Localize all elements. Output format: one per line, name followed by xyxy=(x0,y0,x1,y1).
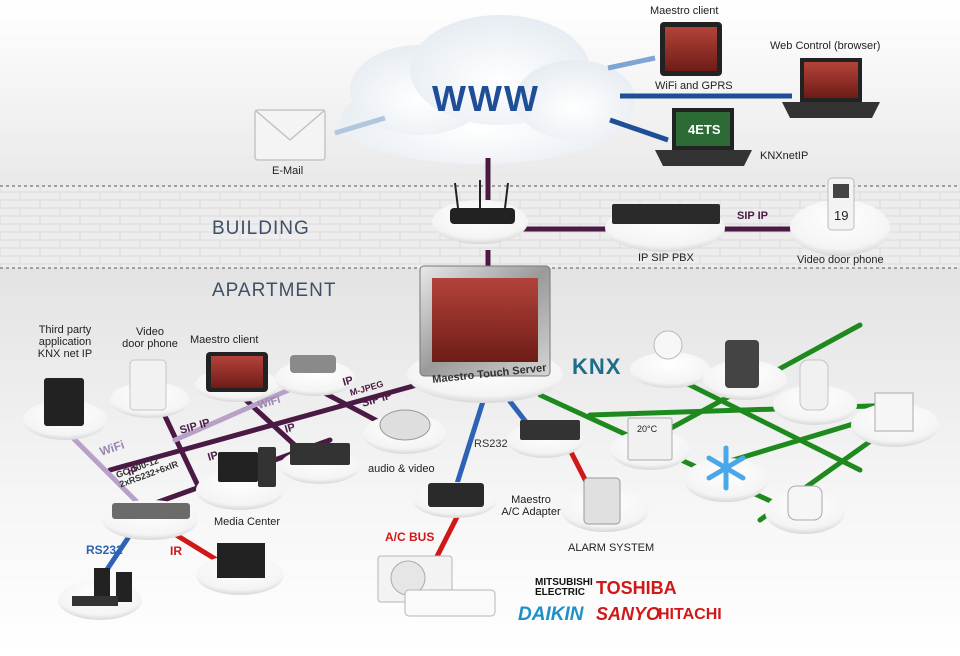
ir-label: IR xyxy=(170,544,182,558)
audio-video-label: audio & video xyxy=(368,463,435,475)
alarm-keypad xyxy=(583,477,621,525)
pbx-icon xyxy=(612,204,720,224)
ets-screen-text: 4ETS xyxy=(688,122,721,137)
media-center-pc xyxy=(218,447,276,487)
web-control-laptop xyxy=(782,58,880,118)
third-party-tablet xyxy=(44,378,84,426)
av-receiver xyxy=(290,443,350,465)
ac-bus-label: A/C BUS xyxy=(385,530,435,544)
media-center-label: Media Center xyxy=(214,516,281,528)
thermostat-reading: 20°C xyxy=(637,424,658,434)
maestro-client-label: Maestro client xyxy=(190,334,259,346)
mitsubishi-logo: MITSUBISHI ELECTRIC xyxy=(535,578,593,598)
rs232-mid-label: RS232 xyxy=(474,438,508,450)
knxnetip-label: KNXnetIP xyxy=(760,150,809,162)
mitsubishi-line-1: MITSUBISHI xyxy=(535,577,593,588)
video-door-phone-line-1: Video xyxy=(136,326,164,338)
vent-icon xyxy=(874,392,914,432)
knxnetip-laptop xyxy=(655,108,752,166)
third-party-line-1: Third party xyxy=(38,324,92,336)
daikin-logo: DAIKIN xyxy=(518,604,584,625)
www-title: WWW xyxy=(432,78,540,119)
web-control-label: Web Control (browser) xyxy=(770,40,881,52)
maestro-client-top-label: Maestro client xyxy=(650,5,719,17)
maestro-client-tablet-top xyxy=(660,22,722,76)
gc100-icon xyxy=(112,503,190,519)
pbx-label: IP SIP PBX xyxy=(638,252,694,264)
thermostat-icon xyxy=(627,417,673,461)
bulb-disc xyxy=(630,352,710,388)
humidifier-icon xyxy=(799,359,829,411)
maestro-client-tablet xyxy=(206,352,268,392)
sip-ip-building-label: SIP IP xyxy=(737,210,768,222)
email-envelope xyxy=(254,109,326,161)
zone-building: BUILDING xyxy=(212,218,310,239)
dome-camera-icon xyxy=(379,409,431,441)
ac-adapter-label: Maestro A/C Adapter xyxy=(496,494,566,518)
zone-apartment: APARTMENT xyxy=(212,280,337,301)
ip-camera xyxy=(290,355,336,373)
www-cloud xyxy=(340,15,635,164)
door-phone-icon xyxy=(827,177,855,231)
bulb-icon xyxy=(653,330,683,360)
third-party-line-2: application xyxy=(38,336,92,348)
speakers-icon xyxy=(72,568,132,606)
router-icon xyxy=(450,180,515,224)
door-phone-number: 19 xyxy=(834,208,849,223)
hitachi-logo: HITACHI xyxy=(658,606,722,623)
building-links xyxy=(485,226,800,268)
ac-adapter-icon xyxy=(428,483,484,507)
video-phone-icon xyxy=(129,359,167,411)
air-conditioner xyxy=(377,555,496,617)
door-phone-label: Video door phone xyxy=(797,254,884,266)
third-party-label: Third party application KNX net IP xyxy=(30,324,100,360)
radiator-icon xyxy=(725,340,759,388)
plug-icon xyxy=(787,485,823,521)
third-party-line-3: KNX net IP xyxy=(37,348,93,360)
maestro-touch-server xyxy=(419,265,551,377)
ac-adapter-line-2: A/C Adapter xyxy=(501,506,561,518)
www-links xyxy=(334,55,792,200)
snowflake-icon xyxy=(706,445,746,491)
video-door-phone-line-2: door phone xyxy=(122,338,178,350)
tv-icon xyxy=(217,543,265,578)
rs232-device xyxy=(520,420,580,440)
rs232-left-label: RS232 xyxy=(86,543,123,557)
sanyo-logo: SANYO xyxy=(596,604,661,624)
toshiba-logo: TOSHIBA xyxy=(596,578,677,598)
video-door-phone-label: Video door phone xyxy=(115,326,185,350)
wifi-gprs-label: WiFi and GPRS xyxy=(655,80,733,92)
mitsubishi-line-2: ELECTRIC xyxy=(535,587,585,598)
ac-adapter-line-1: Maestro xyxy=(511,494,551,506)
alarm-label: ALARM SYSTEM xyxy=(568,542,655,554)
knx-logo: KNX xyxy=(572,354,622,379)
email-label: E-Mail xyxy=(272,165,304,177)
